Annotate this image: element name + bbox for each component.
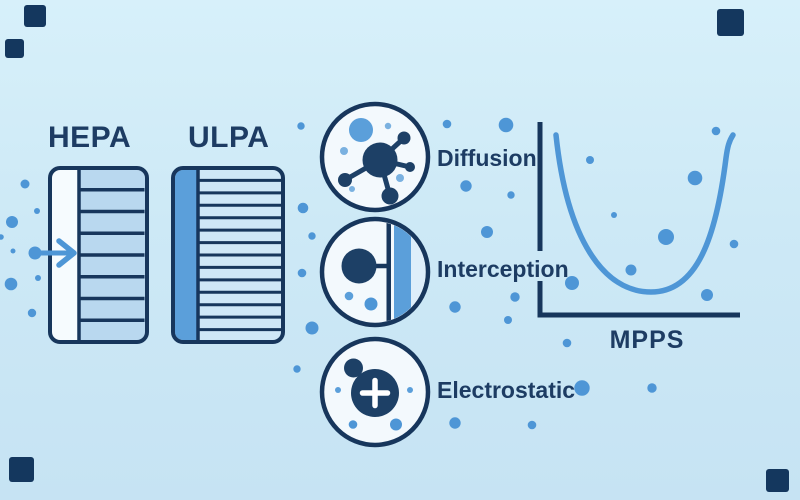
particle-dot [611,212,617,218]
particle-dot [527,420,537,430]
particle-dot [711,126,721,136]
hepa-label: HEPA [48,121,131,154]
particle-dot [729,239,739,249]
ulpa-label: ULPA [188,121,269,154]
particle-dot [297,268,307,278]
particle-dot [442,119,452,129]
particle-dot [0,234,4,240]
particle-dot [460,180,472,192]
mpps-efficiency-curve [553,132,736,295]
particle-dot [658,229,674,245]
corner-square [5,39,24,58]
particle-dot [498,117,514,133]
hepa-filter-panel [48,166,149,344]
particle-dot [297,122,305,130]
corner-square [717,9,744,36]
particle-dot [510,292,520,302]
electrostatic-label: Electrostatic [437,377,575,403]
diffusion-icon [319,101,431,213]
particle-dot [562,338,572,348]
particle-dot [449,301,461,313]
plus-charge-glyph [359,377,391,409]
particle-dot [449,417,461,429]
particle-dot [565,276,579,290]
particle-dot [504,316,512,324]
mpps-axis-label: MPPS [610,326,685,354]
interception-label: Interception [437,256,569,282]
airflow-arrow-icon [28,238,77,268]
efficiency-graph: MPPS [537,122,740,354]
corner-square [24,5,46,27]
particle-dot [6,216,18,228]
hepa-pleat-media [79,170,145,344]
graph-axes [537,122,740,318]
particle-dot [586,156,594,164]
particle-dot [34,208,40,214]
corner-square [766,469,789,492]
particle-dot [27,308,37,318]
particle-dot [308,232,316,240]
particle-dot [625,264,637,276]
particles-middle [293,117,537,430]
particle-dot [701,289,713,301]
particle-dot [10,248,16,254]
particle-dot [574,380,590,396]
ulpa-pleat-lines [198,178,281,332]
particle-dot [687,170,703,186]
electrostatic-icon [319,336,431,448]
diffusion-label: Diffusion [437,145,537,171]
particle-dot [481,226,493,238]
particles-left [0,179,41,318]
particle-dot [507,191,515,199]
particles-graph [562,126,739,396]
particle-dot [293,365,301,373]
corner-square [9,457,34,482]
interception-icon [319,216,431,328]
particle-dot [4,277,18,291]
hepa-pleat-lines [79,188,145,322]
corner-decorations [5,5,789,492]
particle-dot [35,275,41,281]
particle-dot [647,383,657,393]
particle-dot [297,202,309,214]
ulpa-membrane-strip [175,170,198,340]
particle-dot [20,179,30,189]
particle-dot [305,321,319,335]
ulpa-filter-panel [171,166,285,344]
